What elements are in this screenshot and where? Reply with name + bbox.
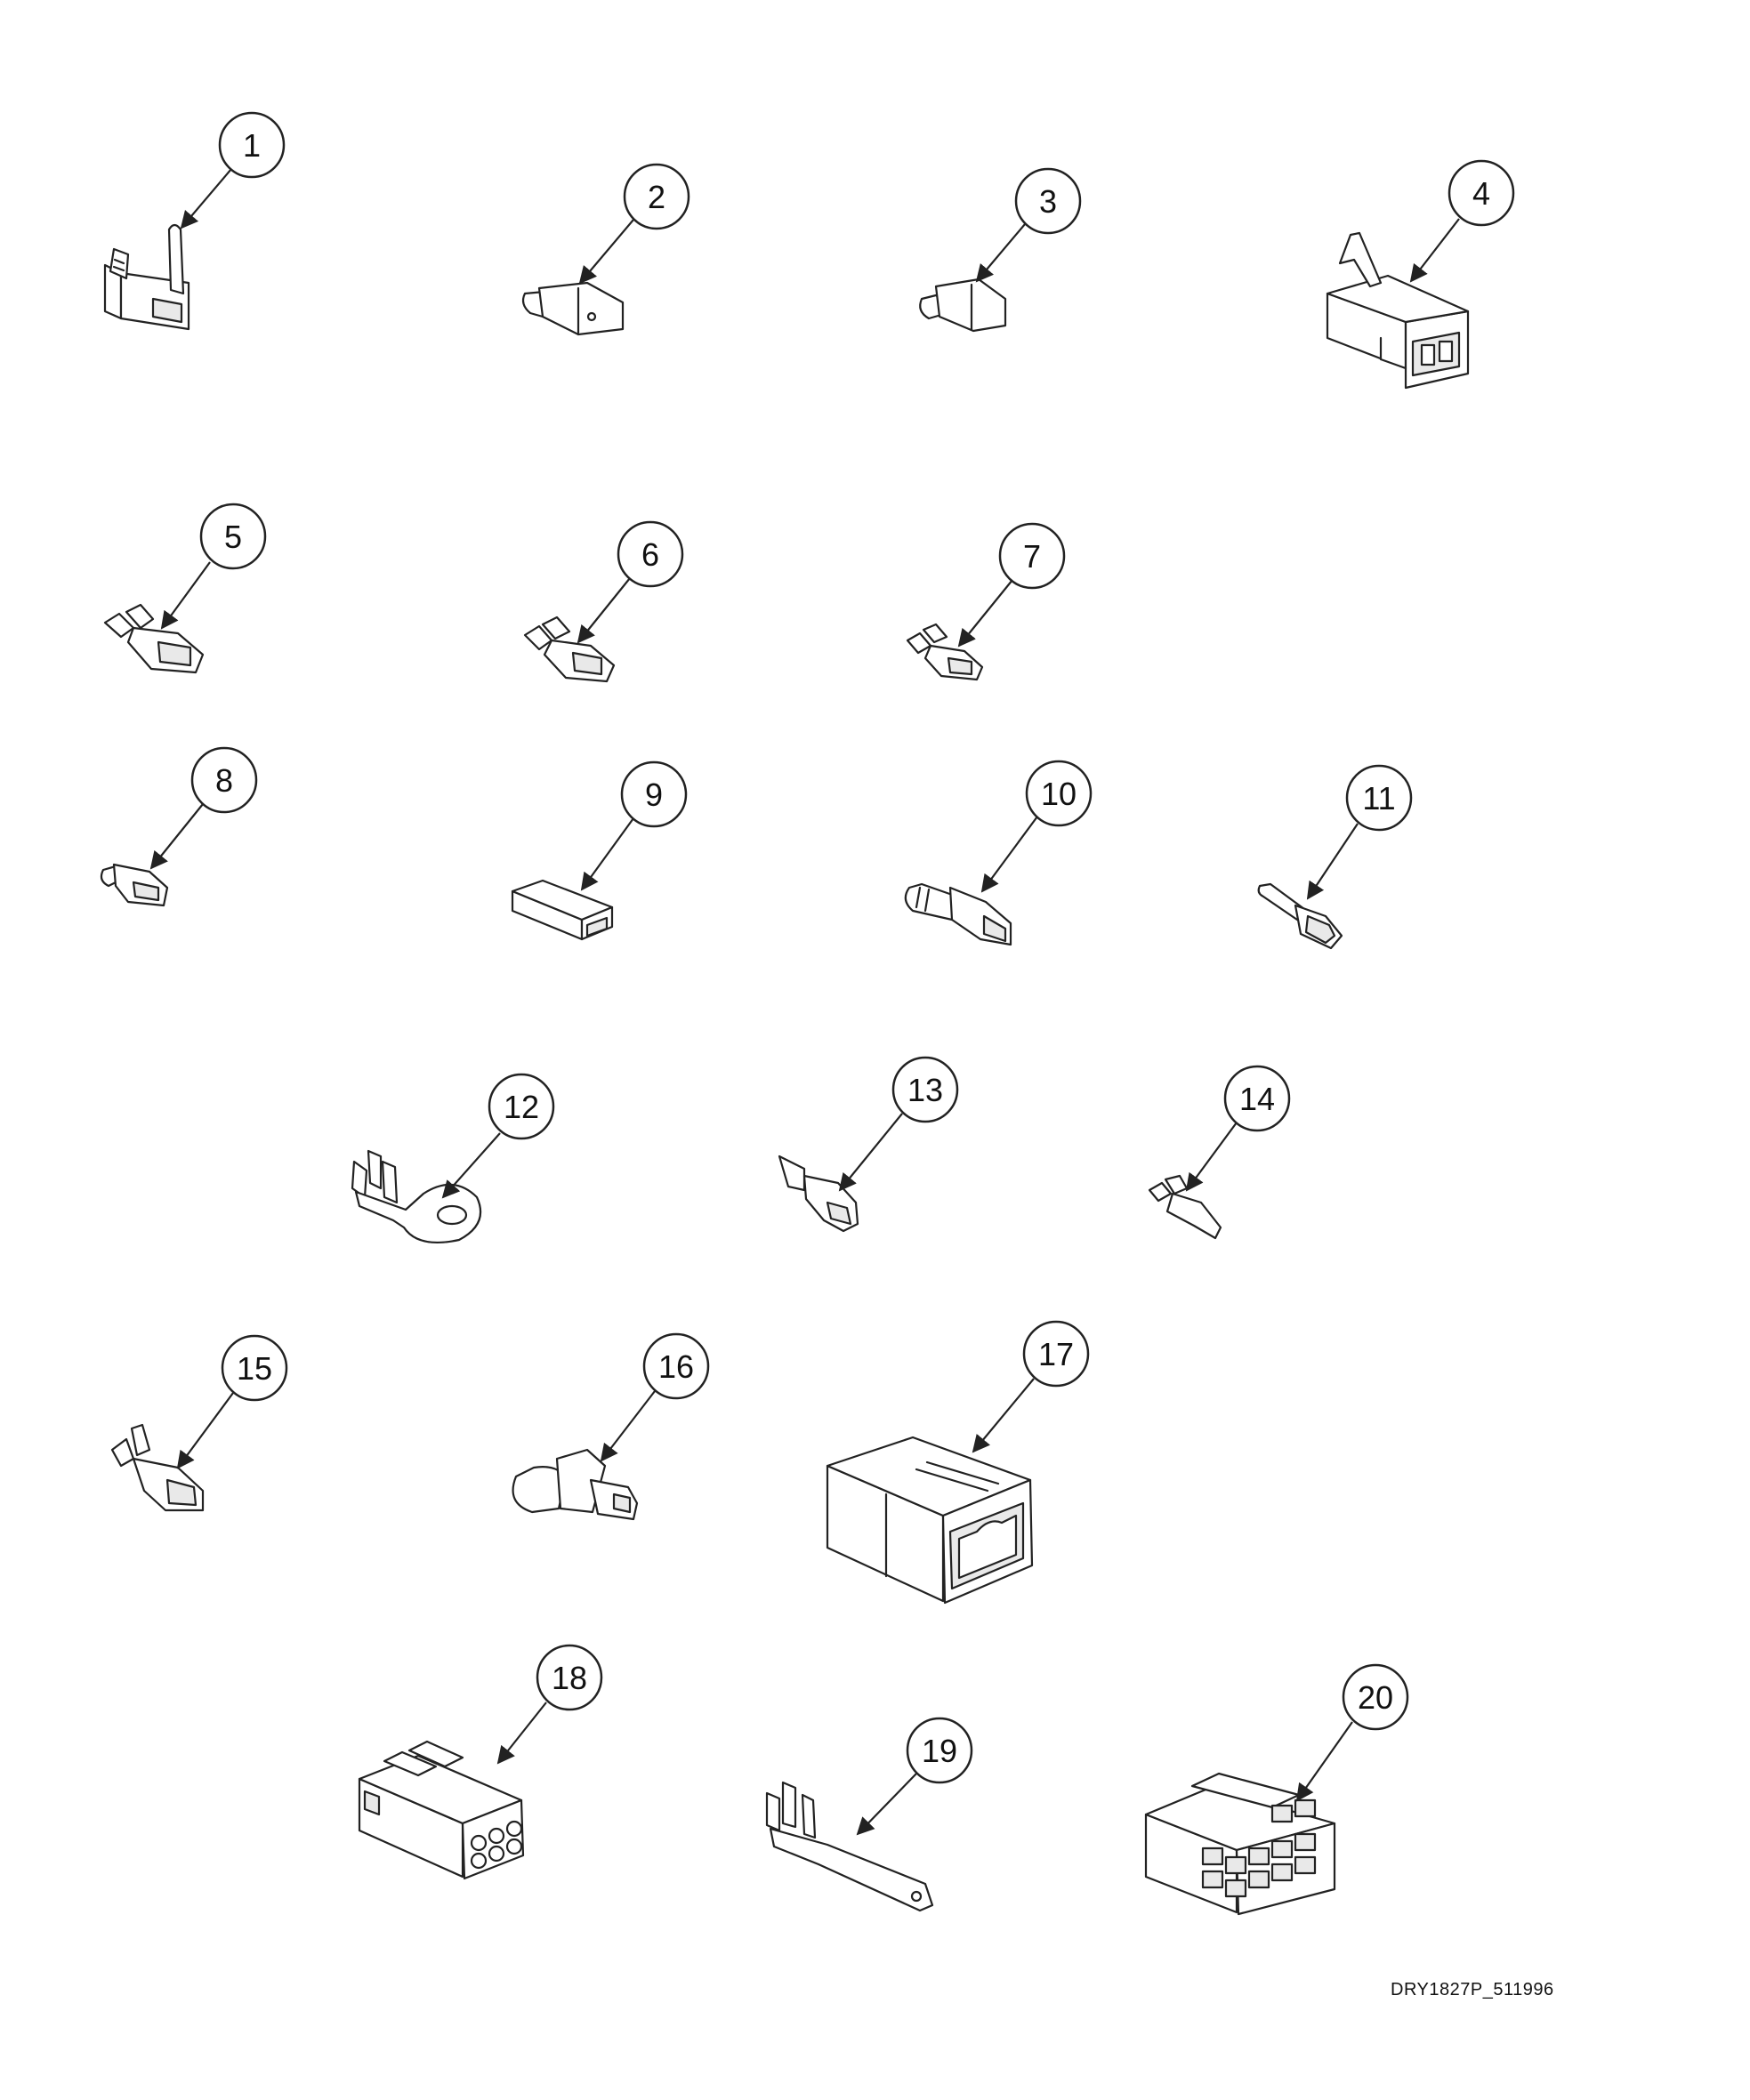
part-15-terminal	[110, 1423, 205, 1512]
svg-text:1: 1	[243, 127, 261, 164]
svg-text:10: 10	[1041, 776, 1077, 812]
callout-14: 14	[1185, 1065, 1291, 1192]
callout-16: 16	[600, 1332, 710, 1462]
part-1-clip	[103, 223, 190, 331]
svg-text:2: 2	[648, 179, 665, 215]
part-3-receptacle-terminal	[919, 278, 1007, 333]
part-5-terminal	[103, 603, 205, 674]
callout-1: 1	[180, 111, 286, 229]
svg-text:19: 19	[922, 1733, 957, 1769]
svg-text:4: 4	[1472, 175, 1490, 212]
callout-18: 18	[496, 1644, 603, 1765]
svg-text:13: 13	[907, 1072, 943, 1108]
svg-text:5: 5	[224, 519, 242, 555]
pin-cavities	[1201, 1798, 1317, 1898]
part-2-receptacle-terminal	[521, 281, 625, 336]
callout-7: 7	[957, 522, 1066, 648]
svg-text:16: 16	[658, 1348, 694, 1385]
callout-15: 15	[176, 1334, 288, 1469]
callout-5: 5	[160, 503, 267, 630]
part-10-insulated-terminal	[904, 882, 1012, 946]
svg-text:14: 14	[1239, 1081, 1275, 1117]
callout-2: 2	[578, 163, 690, 285]
drawing-id-label: DRY1827P_511996	[1391, 1980, 1554, 1999]
part-18-connector-housing	[358, 1740, 525, 1880]
part-7-terminal	[906, 623, 984, 681]
part-12-ring-terminal	[351, 1149, 482, 1243]
part-9-insulator	[511, 879, 614, 941]
part-20-connector-housing	[1144, 1772, 1336, 1916]
callout-6: 6	[577, 520, 684, 644]
callout-19: 19	[856, 1717, 973, 1836]
svg-text:11: 11	[1362, 780, 1395, 817]
part-6-terminal	[523, 616, 616, 683]
part-4-connector-housing	[1326, 231, 1470, 390]
svg-text:3: 3	[1039, 183, 1057, 220]
part-17-connector-housing	[826, 1436, 1034, 1605]
callout-10: 10	[980, 760, 1093, 893]
part-11-terminal	[1257, 882, 1343, 950]
callout-8: 8	[149, 746, 258, 870]
part-16-flag-terminal	[512, 1448, 639, 1521]
callout-11: 11	[1306, 764, 1413, 900]
part-13-terminal	[778, 1155, 859, 1233]
part-8-terminal	[100, 863, 169, 907]
svg-text:17: 17	[1038, 1336, 1074, 1372]
callout-13: 13	[838, 1056, 959, 1192]
callout-4: 4	[1409, 159, 1515, 283]
svg-text:7: 7	[1023, 538, 1041, 575]
svg-text:8: 8	[215, 762, 233, 799]
part-14-terminal	[1148, 1174, 1222, 1240]
callout-17: 17	[972, 1320, 1090, 1453]
svg-text:6: 6	[641, 536, 659, 573]
part-19-pin-terminal	[765, 1781, 934, 1912]
svg-text:9: 9	[645, 776, 663, 813]
callout-3: 3	[975, 167, 1082, 283]
svg-text:12: 12	[504, 1089, 539, 1125]
callout-9: 9	[580, 760, 688, 891]
callout-12: 12	[441, 1073, 555, 1199]
svg-text:20: 20	[1358, 1679, 1393, 1716]
callout-20: 20	[1295, 1663, 1409, 1802]
svg-text:15: 15	[237, 1350, 272, 1387]
svg-text:18: 18	[552, 1660, 587, 1696]
